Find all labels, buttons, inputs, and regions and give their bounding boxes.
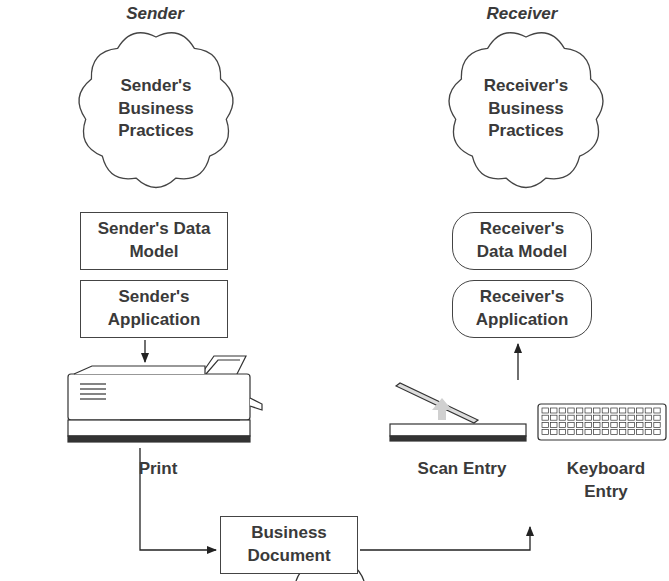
- keyboard-key: [585, 430, 591, 435]
- keyboard-key: [594, 415, 600, 420]
- node-text: Receiver's Data Model: [461, 218, 583, 264]
- keyboard-key: [645, 415, 651, 420]
- keyboard-key: [619, 415, 625, 420]
- keyboard-key: [568, 422, 574, 427]
- keyboard-key: [628, 415, 634, 420]
- rounded-box: Receiver's Application: [452, 280, 592, 338]
- keyboard-key: [551, 408, 557, 413]
- cloud-shape: Sender's Business Practices: [76, 28, 236, 190]
- keyboard-key: [637, 415, 643, 420]
- printer-icon: [68, 356, 262, 442]
- cloud-outline: [79, 33, 233, 188]
- document-box: Business Document: [220, 516, 358, 574]
- keyboard-key: [542, 408, 548, 413]
- process-box: Sender's Application: [80, 280, 228, 338]
- scanner-icon: [390, 383, 526, 441]
- keyboard-key: [585, 422, 591, 427]
- keyboard-key: [542, 415, 548, 420]
- keyboard-key: [559, 415, 565, 420]
- step-label: Keyboard Entry: [551, 458, 661, 504]
- keyboard-key: [637, 408, 643, 413]
- keyboard-key: [637, 430, 643, 435]
- keyboard-key: [568, 430, 574, 435]
- keyboard-key: [559, 430, 565, 435]
- node-text: Receiver's Business Practices: [468, 75, 584, 144]
- keyboard-key: [594, 408, 600, 413]
- keyboard-key: [576, 422, 582, 427]
- keyboard-key: [628, 430, 634, 435]
- keyboard-key: [585, 408, 591, 413]
- keyboard-key: [542, 430, 548, 435]
- node-text: Business Document: [229, 522, 349, 568]
- node-text: Sender's Data Model: [89, 218, 219, 264]
- cloud-shape: Receiver's Business Practices: [446, 28, 606, 190]
- keyboard-key: [602, 408, 608, 413]
- keyboard-key: [628, 408, 634, 413]
- keyboard-key: [645, 430, 651, 435]
- node-text: Receiver's Application: [461, 286, 583, 332]
- keyboard-key: [568, 415, 574, 420]
- keyboard-key: [551, 415, 557, 420]
- step-label: Scan Entry: [417, 458, 507, 481]
- keyboard-key: [637, 422, 643, 427]
- keyboard-key: [551, 422, 557, 427]
- keyboard-key: [654, 422, 660, 427]
- keyboard-key: [611, 422, 617, 427]
- keyboard-key: [619, 430, 625, 435]
- step-label: Print: [118, 458, 198, 481]
- keyboard-key: [568, 408, 574, 413]
- keyboard-key: [576, 415, 582, 420]
- keyboard-key: [602, 415, 608, 420]
- keyboard-key: [585, 415, 591, 420]
- keyboard-key: [542, 422, 548, 427]
- column-heading: Receiver: [462, 3, 582, 26]
- node-text: Sender's Application: [89, 286, 219, 332]
- keyboard-key: [551, 430, 557, 435]
- rounded-box: Receiver's Data Model: [452, 212, 592, 270]
- keyboard-key: [559, 408, 565, 413]
- keyboard-key: [594, 422, 600, 427]
- keyboard-key: [576, 430, 582, 435]
- keyboard-key: [611, 415, 617, 420]
- keyboard-key: [628, 422, 634, 427]
- cloud-outline: [449, 33, 603, 188]
- keyboard-key: [594, 430, 600, 435]
- keyboard-key: [619, 408, 625, 413]
- keyboard-key: [645, 422, 651, 427]
- node-text: Sender's Business Practices: [98, 75, 214, 144]
- keyboard-key: [645, 408, 651, 413]
- process-box: Sender's Data Model: [80, 212, 228, 270]
- keyboard-key: [654, 408, 660, 413]
- keyboard-key: [654, 430, 660, 435]
- keyboard-icon: [538, 404, 666, 440]
- keyboard-key: [619, 422, 625, 427]
- keyboard-key: [559, 422, 565, 427]
- keyboard-key: [602, 430, 608, 435]
- keyboard-key: [602, 422, 608, 427]
- column-heading: Sender: [95, 3, 215, 26]
- keyboard-key: [654, 415, 660, 420]
- keyboard-key: [611, 408, 617, 413]
- keyboard-key: [611, 430, 617, 435]
- keyboard-key: [576, 408, 582, 413]
